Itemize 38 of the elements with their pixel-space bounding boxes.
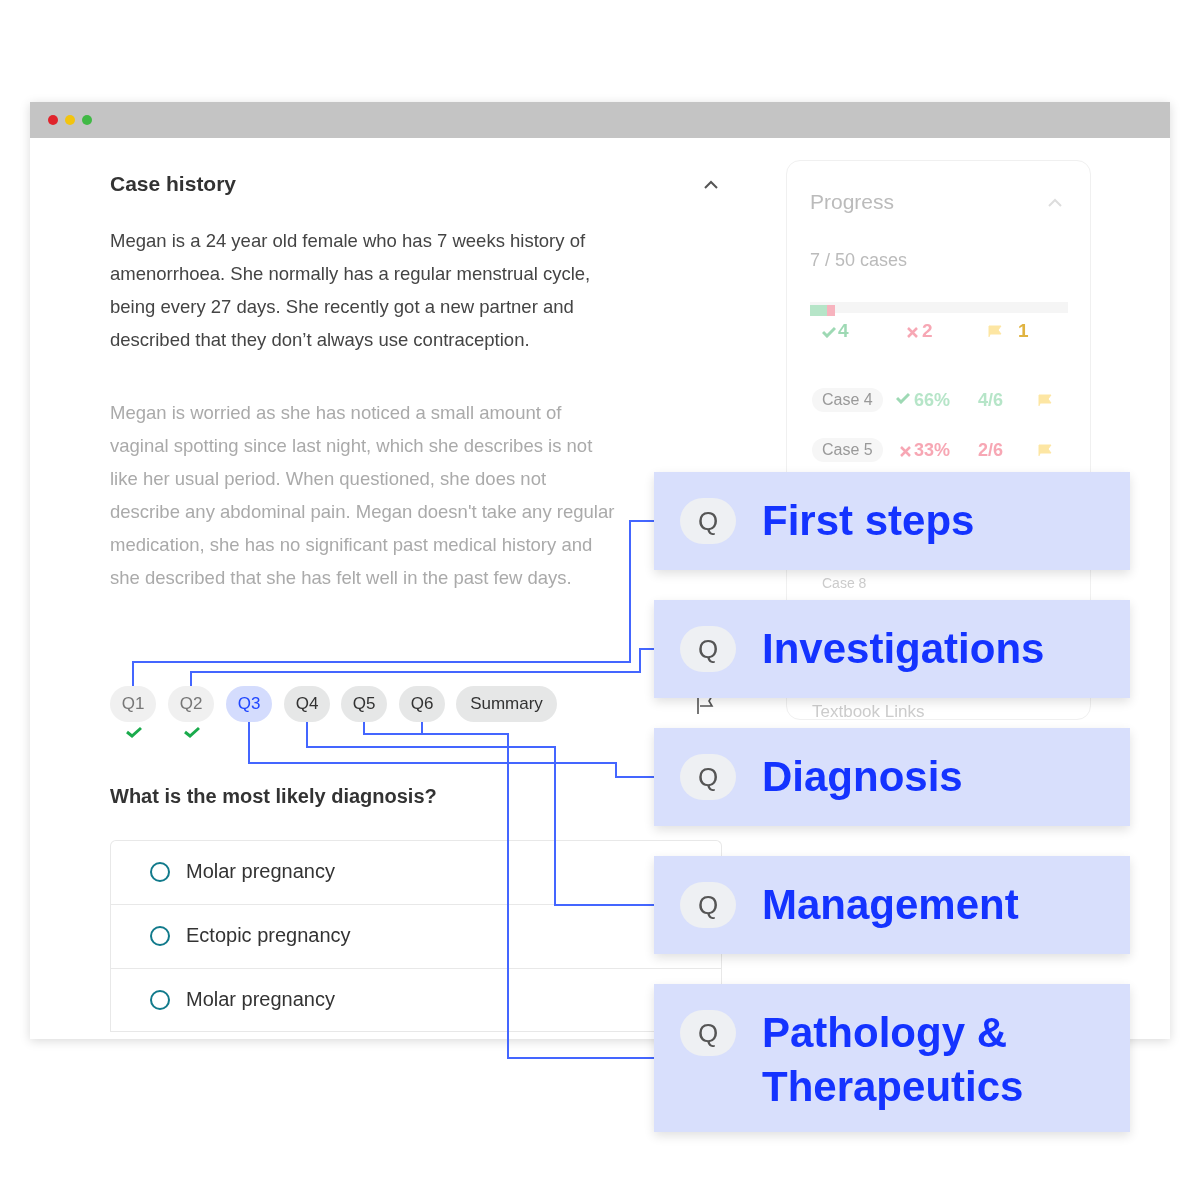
question-badge: Q bbox=[680, 498, 736, 544]
leader-line bbox=[248, 721, 655, 778]
stat-value: 4 bbox=[838, 320, 849, 342]
score-value: 4/6 bbox=[978, 390, 1004, 411]
callout-title: Pathology & Therapeutics bbox=[762, 1008, 1025, 1112]
leader-line bbox=[132, 520, 655, 687]
question-badge: Q bbox=[680, 754, 736, 800]
question-badge: Q bbox=[680, 1010, 736, 1056]
score-value: 2/6 bbox=[978, 440, 1004, 461]
panel-heading: Progress bbox=[810, 190, 895, 214]
callout-title: Diagnosis bbox=[762, 752, 964, 802]
answer-option: Ectopic pregnancy bbox=[186, 924, 351, 947]
stat-value: 2 bbox=[922, 320, 933, 342]
answer-option: Molar pregnancy bbox=[186, 988, 335, 1011]
callout-box bbox=[654, 984, 1130, 1132]
question-badge: Q bbox=[680, 626, 736, 672]
callout-box bbox=[654, 472, 1130, 570]
paragraph: Megan is worried as she has noticed a small amount of vaginal spotting since last night, which she describes is not like her usual period. When questioned, she does not describe any abdominal pain. Megan doesn't take any regular medication, she has no significant past medical history and she described that she has felt well in the past few days. bbox=[110, 401, 616, 590]
callout-title: Investigations bbox=[762, 624, 1046, 674]
callout-title: Management bbox=[762, 880, 1020, 930]
callout-box bbox=[654, 728, 1130, 826]
leader-line bbox=[306, 721, 655, 906]
section-heading: Case history bbox=[110, 172, 237, 196]
leader-line bbox=[190, 648, 655, 687]
score-value: 33% bbox=[914, 440, 951, 461]
case-tag: Case 4 bbox=[812, 388, 883, 412]
case-count: 7 / 50 cases bbox=[810, 250, 908, 271]
question-tab: Summary bbox=[456, 686, 557, 722]
score-value: 66% bbox=[914, 390, 951, 411]
paragraph: Megan is a 24 year old female who has 7 weeks history of amenorrhoea. She normally has a regular menstrual cycle, being every 27 days. She recently got a new partner and described that they don’t always use contraception. bbox=[110, 229, 592, 352]
question-text: What is the most likely diagnosis? bbox=[110, 785, 437, 808]
case-tag: Case 5 bbox=[812, 438, 883, 462]
callout-title: First steps bbox=[762, 496, 976, 546]
callout-box bbox=[654, 856, 1130, 954]
question-badge: Q bbox=[680, 882, 736, 928]
callout-box bbox=[654, 600, 1130, 698]
stat-value: 1 bbox=[1018, 320, 1029, 342]
answer-option: Molar pregnancy bbox=[186, 860, 335, 883]
